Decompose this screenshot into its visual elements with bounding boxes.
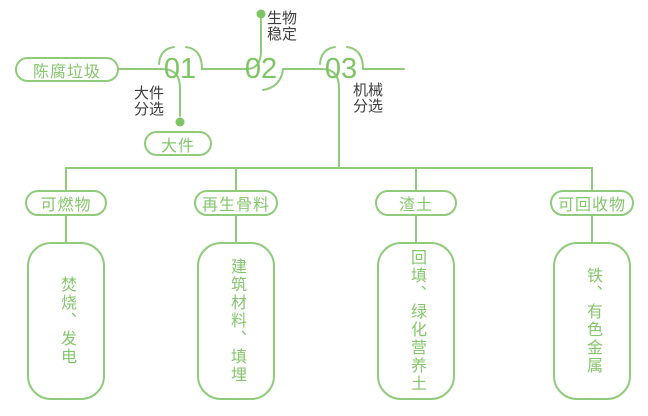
source-pill: 陈腐垃圾: [15, 57, 119, 82]
branch-bar: [65, 167, 593, 191]
category-pill-recyclables: 可回收物: [550, 190, 634, 216]
step-label-bio-stabilization: 生物稳定: [267, 10, 298, 43]
result-text-recycled-aggregate: 建筑材料、填埋: [228, 258, 245, 384]
step-number-02: 02: [244, 53, 278, 85]
result-box-recycled-aggregate: 建筑材料、填埋: [197, 242, 275, 400]
flow-line-02-03: [262, 68, 340, 169]
result-text-combustibles: 焚烧、发电: [58, 276, 75, 366]
step-label-bulky-sorting: 大件分选: [134, 85, 165, 118]
output-pill-bulky: 大件: [144, 131, 212, 156]
flow-line-01-02: [185, 18, 262, 70]
step-label-mechanical-sorting: 机械分选: [353, 82, 384, 115]
bio-stabilization-dot: [256, 9, 266, 19]
result-text-slag-soil: 回填、绿化营养土: [408, 249, 425, 393]
category-pill-recycled-aggregate: 再生骨料: [194, 190, 278, 216]
arc-03-left: [319, 46, 336, 65]
step-number-03: 03: [324, 53, 358, 85]
category-pill-slag-soil: 渣土: [375, 190, 457, 216]
bulky-output-dot: [175, 117, 185, 127]
result-box-combustibles: 焚烧、发电: [27, 242, 105, 400]
step-number-01: 01: [163, 53, 197, 85]
flow-line-out: [346, 46, 405, 70]
flow-line-in: [118, 68, 181, 117]
result-box-slag-soil: 回填、绿化营养土: [377, 242, 455, 400]
result-text-recyclables: 铁、有色金属: [584, 267, 601, 375]
arc-01-left: [158, 46, 175, 65]
result-box-recyclables: 铁、有色金属: [553, 242, 631, 400]
category-pill-combustibles: 可燃物: [25, 190, 107, 216]
